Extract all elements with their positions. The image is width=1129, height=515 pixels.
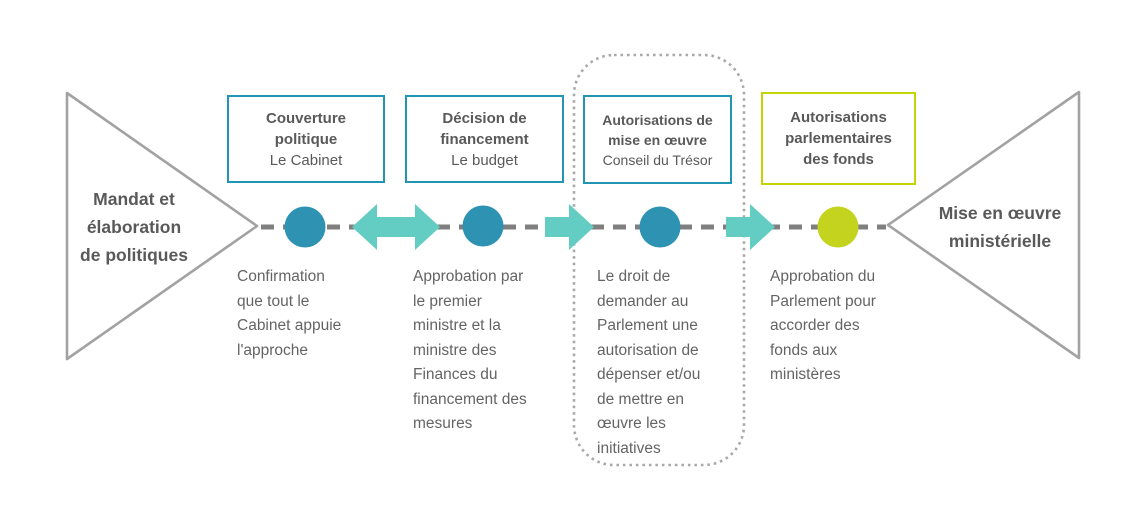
right-arrow-icon (545, 204, 594, 250)
double-arrow-icon (352, 204, 440, 250)
right-funnel-label: Mise en œuvre ministérielle (938, 203, 1062, 251)
milestone-dot-budget (462, 205, 504, 247)
milestone-dot-treasury (639, 206, 681, 248)
stage-box-couverture-politique: Couverture politique Le Cabinet (227, 95, 385, 183)
stage-box-autorisations-parlementaires: Autorisations parlementaires des fonds (761, 92, 916, 185)
stage-box-subtitle: Le budget (451, 151, 518, 169)
milestone-dot-parliament (817, 206, 859, 248)
milestone-dot-cabinet (284, 206, 326, 248)
right-arrow-icon (726, 204, 775, 250)
right-funnel-triangle (886, 90, 1081, 360)
stage-box-title: Autorisations de mise en œuvre (602, 111, 713, 148)
stage-box-subtitle: Le Cabinet (269, 151, 343, 169)
stage-box-decision-financement: Décision de financement Le budget (405, 95, 564, 183)
stage-description-parliament: Approbation du Parlement pour accorder d… (770, 268, 876, 383)
stage-box-subtitle: Conseil du Trésor (602, 151, 713, 168)
stage-description-cabinet: Confirmation que tout le Cabinet appuie … (237, 268, 342, 359)
stage-box-title: Couverture politique (265, 109, 347, 148)
left-funnel-triangle (65, 91, 259, 361)
stage-description-budget: Approbation par le premier ministre et l… (413, 268, 527, 432)
stage-box-autorisations-mise-en-oeuvre: Autorisations de mise en œuvre Conseil d… (583, 95, 732, 184)
stage-box-title: Autorisations parlementaires des fonds (785, 109, 892, 168)
stage-box-title: Décision de financement (440, 109, 529, 148)
left-funnel-label: Mandat et élaboration de politiques (80, 189, 188, 265)
stage-description-treasury: Le droit de demander au Parlement une au… (597, 268, 701, 457)
